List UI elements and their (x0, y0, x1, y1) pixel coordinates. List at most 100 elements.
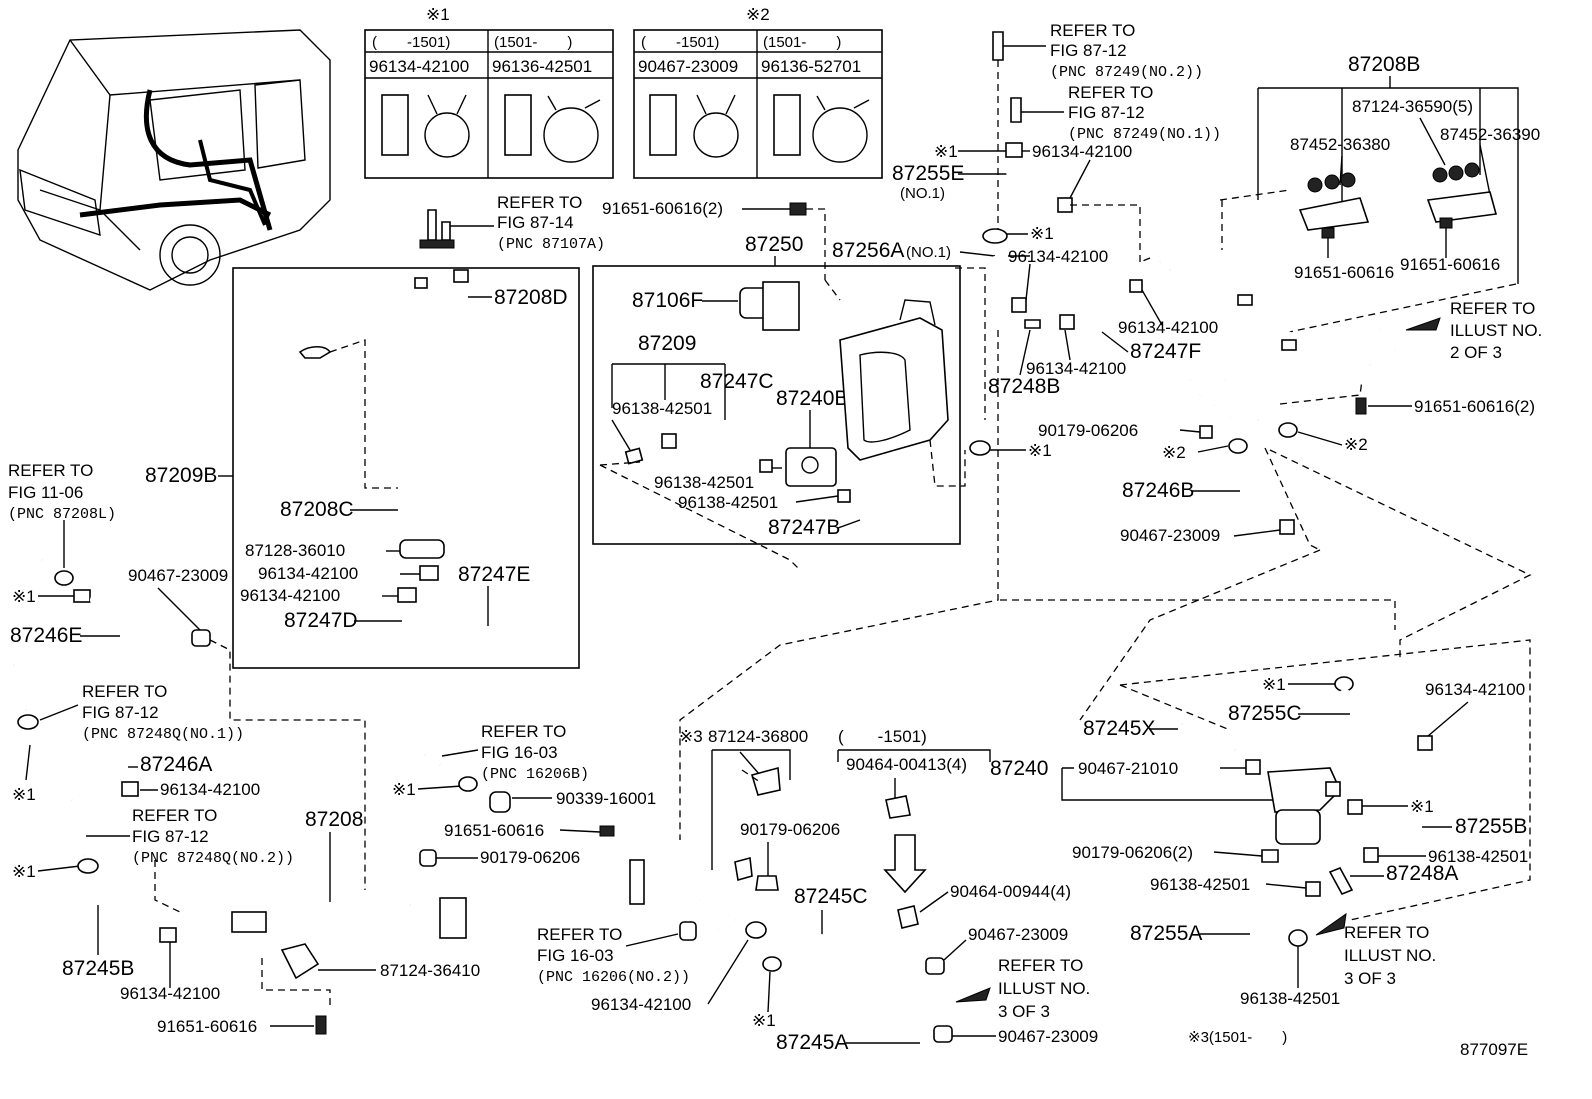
table-1-mark: ※1 (426, 5, 450, 24)
refer-87-14-line1: REFER TO (497, 193, 582, 212)
part-87256A: 87256A (NO.1) 96134-42100 96134-42100 87… (832, 239, 1218, 398)
p87247F: 87247F (1130, 340, 1201, 363)
part-87124-36800: ※3 87124-36800 90179-06206 (679, 727, 840, 891)
pipe-bundle-right (1139, 235, 1396, 422)
refer-87-14: REFER TO FIG 87-14 (PNC 87107A) (419, 193, 605, 253)
p87452-36380: 87452-36380 (1290, 135, 1390, 154)
clip-table-1: ※1 ( -1501) (1501- ) 96134-42100 96136-4… (364, 5, 614, 179)
mark-1: ※1 (12, 785, 36, 804)
refer-16-03-b: REFER TO FIG 16-03 (PNC 16206(NO.2)) 961… (537, 921, 767, 1014)
refer-illust-2-line1: REFER TO (1450, 299, 1535, 318)
p91651-60616-r1: 91651-60616 (1294, 263, 1394, 282)
diagram-id: 877097E (1460, 1040, 1528, 1059)
p96134-c: 96134-42100 (1118, 318, 1218, 337)
refer-illust-3a-line2: ILLUST NO. (998, 979, 1090, 998)
bolt-91651-right: 91651-60616(2) (1355, 397, 1535, 416)
table-1-part-b: 96136-42501 (492, 57, 592, 76)
table-1-part-a: 96134-42100 (369, 57, 469, 76)
p90339-16001: 90339-16001 (556, 789, 656, 808)
note-3: ※3(1501- ) (1188, 1029, 1287, 1046)
assembly-box-87209B: 87209B 87208D 87208C 87128-36010 96134-4… (145, 267, 580, 669)
part-87246B: 87246B 90467-23009 (1120, 447, 1532, 660)
table-2-part-a: 90467-23009 (638, 57, 738, 76)
table-1-range-a: ( -1501) (372, 34, 450, 51)
p90464-00413: 90464-00413(4) (846, 755, 967, 774)
p90179-06206-top: 90179-06206 (1038, 421, 1138, 440)
p96134-e: 96134-42100 (258, 564, 358, 583)
p96138-e: 96138-42501 (1150, 875, 1250, 894)
mark-2: ※2 (1162, 443, 1186, 462)
clip-icon (773, 94, 801, 156)
p87245X: 87245X (1083, 717, 1155, 740)
refer-16-03-b-line1: REFER TO (537, 925, 622, 944)
range-1501: ( -1501) (838, 727, 927, 746)
refer-87-12-a-line2: FIG 87-12 (1050, 41, 1127, 60)
p87250: 87250 (745, 233, 803, 256)
refer-87-12-b-line1: REFER TO (1068, 83, 1153, 102)
assembly-box-87208B: 87208B 87124-36590(5) 87452-36380 87452-… (1219, 53, 1540, 336)
p87240: 87240 (990, 757, 1048, 780)
p87124-36410: 87124-36410 (380, 961, 480, 980)
p87255E-no: (NO.1) (900, 185, 945, 202)
table-2-part-b: 96136-52701 (761, 57, 861, 76)
p90467-23009-m: 90467-23009 (968, 925, 1068, 944)
refer-87-12-b-line2: FIG 87-12 (1068, 103, 1145, 122)
p96134-h: 96134-42100 (120, 984, 220, 1003)
refer-11-06-line2: FIG 11-06 (8, 483, 83, 502)
p96138-a: 96138-42501 (612, 399, 712, 418)
table-2-mark: ※2 (746, 5, 770, 24)
p87245C: 87245C (794, 885, 868, 908)
mark-1: ※1 (12, 862, 36, 881)
refer-87-12-c-line1: REFER TO (82, 682, 167, 701)
vehicle-illustration (17, 29, 331, 291)
table-1-range-b: (1501- ) (494, 34, 572, 51)
p87256A-no: (NO.1) (906, 244, 951, 261)
p96134-g: 96134-42100 (160, 780, 260, 799)
table-2-range-a: ( -1501) (641, 34, 719, 51)
refer-16-03-b-line3: (PNC 16206(NO.2)) (537, 969, 690, 986)
p87246B: 87246B (1122, 479, 1194, 502)
clamp-ring-icon (693, 112, 739, 158)
refer-87-12-a-line1: REFER TO (1050, 21, 1135, 40)
refer-16-03-b-line2: FIG 16-03 (537, 946, 614, 965)
p87209B: 87209B (145, 464, 217, 487)
p87452-36390: 87452-36390 (1440, 125, 1540, 144)
p87106F: 87106F (632, 289, 703, 312)
p87208B: 87208B (1348, 53, 1420, 76)
p91651-60616-2-r: 91651-60616(2) (1414, 397, 1535, 416)
p87248A: 87248A (1386, 862, 1458, 885)
p90467-23009-l: 90467-23009 (128, 566, 228, 585)
mark-1: ※1 (934, 142, 958, 161)
p96138-b: 96138-42501 (654, 473, 754, 492)
p87245A: 87245A (776, 1031, 848, 1054)
bolt-91651-top: 91651-60616(2) (602, 199, 826, 280)
refer-87-12-b-line3: (PNC 87249(NO.1)) (1068, 126, 1221, 143)
p87247B: 87247B (768, 516, 840, 539)
refer-11-06-line1: REFER TO (8, 461, 93, 480)
p87124-36800: 87124-36800 (708, 727, 808, 746)
p96134-f: 96134-42100 (240, 586, 340, 605)
clip-table-2: ※2 ( -1501) (1501- ) 90467-23009 96136-5… (633, 5, 883, 179)
refer-illust-3a-line1: REFER TO (998, 956, 1083, 975)
parts-87245C-87245A: 87245C 90467-23009 REFER TO ILLUST NO. 3… (752, 885, 1098, 1054)
p96138-d: 96138-42501 (1428, 847, 1528, 866)
refer-87-12-d-line2: FIG 87-12 (132, 827, 209, 846)
p96138-f: 96138-42501 (1240, 989, 1340, 1008)
refer-illust-2-line2: ILLUST NO. (1450, 321, 1542, 340)
mark-2: ※2 (1344, 435, 1368, 454)
refer-87-12-d-line3: (PNC 87248Q(NO.2)) (132, 850, 294, 867)
p87247E: 87247E (458, 563, 530, 586)
p87209: 87209 (638, 332, 696, 355)
clamp-ring-icon (424, 112, 470, 158)
refer-16-03-a-line3: (PNC 16206B) (481, 766, 589, 783)
mark-1: ※1 (752, 1011, 776, 1030)
refer-illust-3b-line3: 3 OF 3 (1344, 969, 1396, 988)
p87255A: 87255A (1130, 922, 1202, 945)
refer-87-12-c-line3: (PNC 87248Q(NO.1)) (82, 726, 244, 743)
refer-87-12-d-line1: REFER TO (132, 806, 217, 825)
assembly-box-87250: 87250 87106F 87209 87247C 96138-42501 87… (592, 233, 961, 571)
refer-16-03-a: REFER TO FIG 16-03 (PNC 16206B) ※1 90339… (392, 722, 656, 867)
p87124-36590: 87124-36590(5) (1352, 97, 1473, 116)
refer-87-12-c-line2: FIG 87-12 (82, 703, 159, 722)
